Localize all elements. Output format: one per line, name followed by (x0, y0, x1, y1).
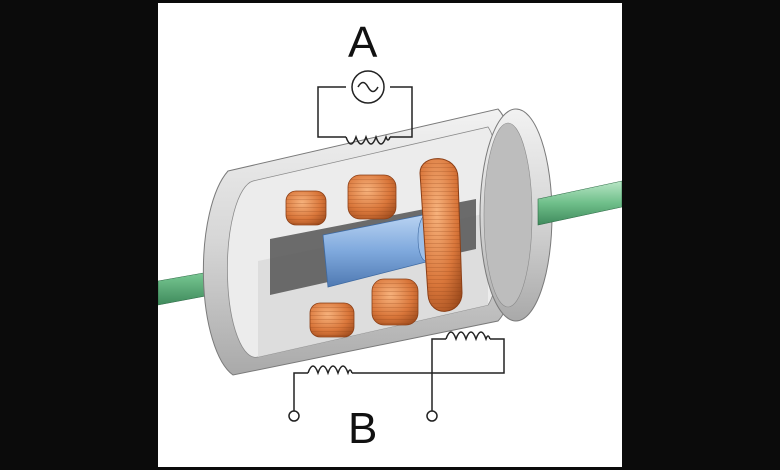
diagram-panel: A B (158, 3, 622, 467)
circuit-b (288, 331, 505, 422)
label-a: A (348, 18, 378, 67)
transformer-diagram (158, 70, 622, 422)
terminal-icon (288, 410, 438, 422)
copper-windings (285, 158, 463, 338)
shaft-right (537, 180, 622, 226)
circuit-a (317, 70, 413, 145)
ac-source-icon (351, 70, 385, 104)
coil-icon (307, 331, 491, 376)
label-b: B (348, 404, 378, 453)
coil-icon (345, 134, 391, 145)
